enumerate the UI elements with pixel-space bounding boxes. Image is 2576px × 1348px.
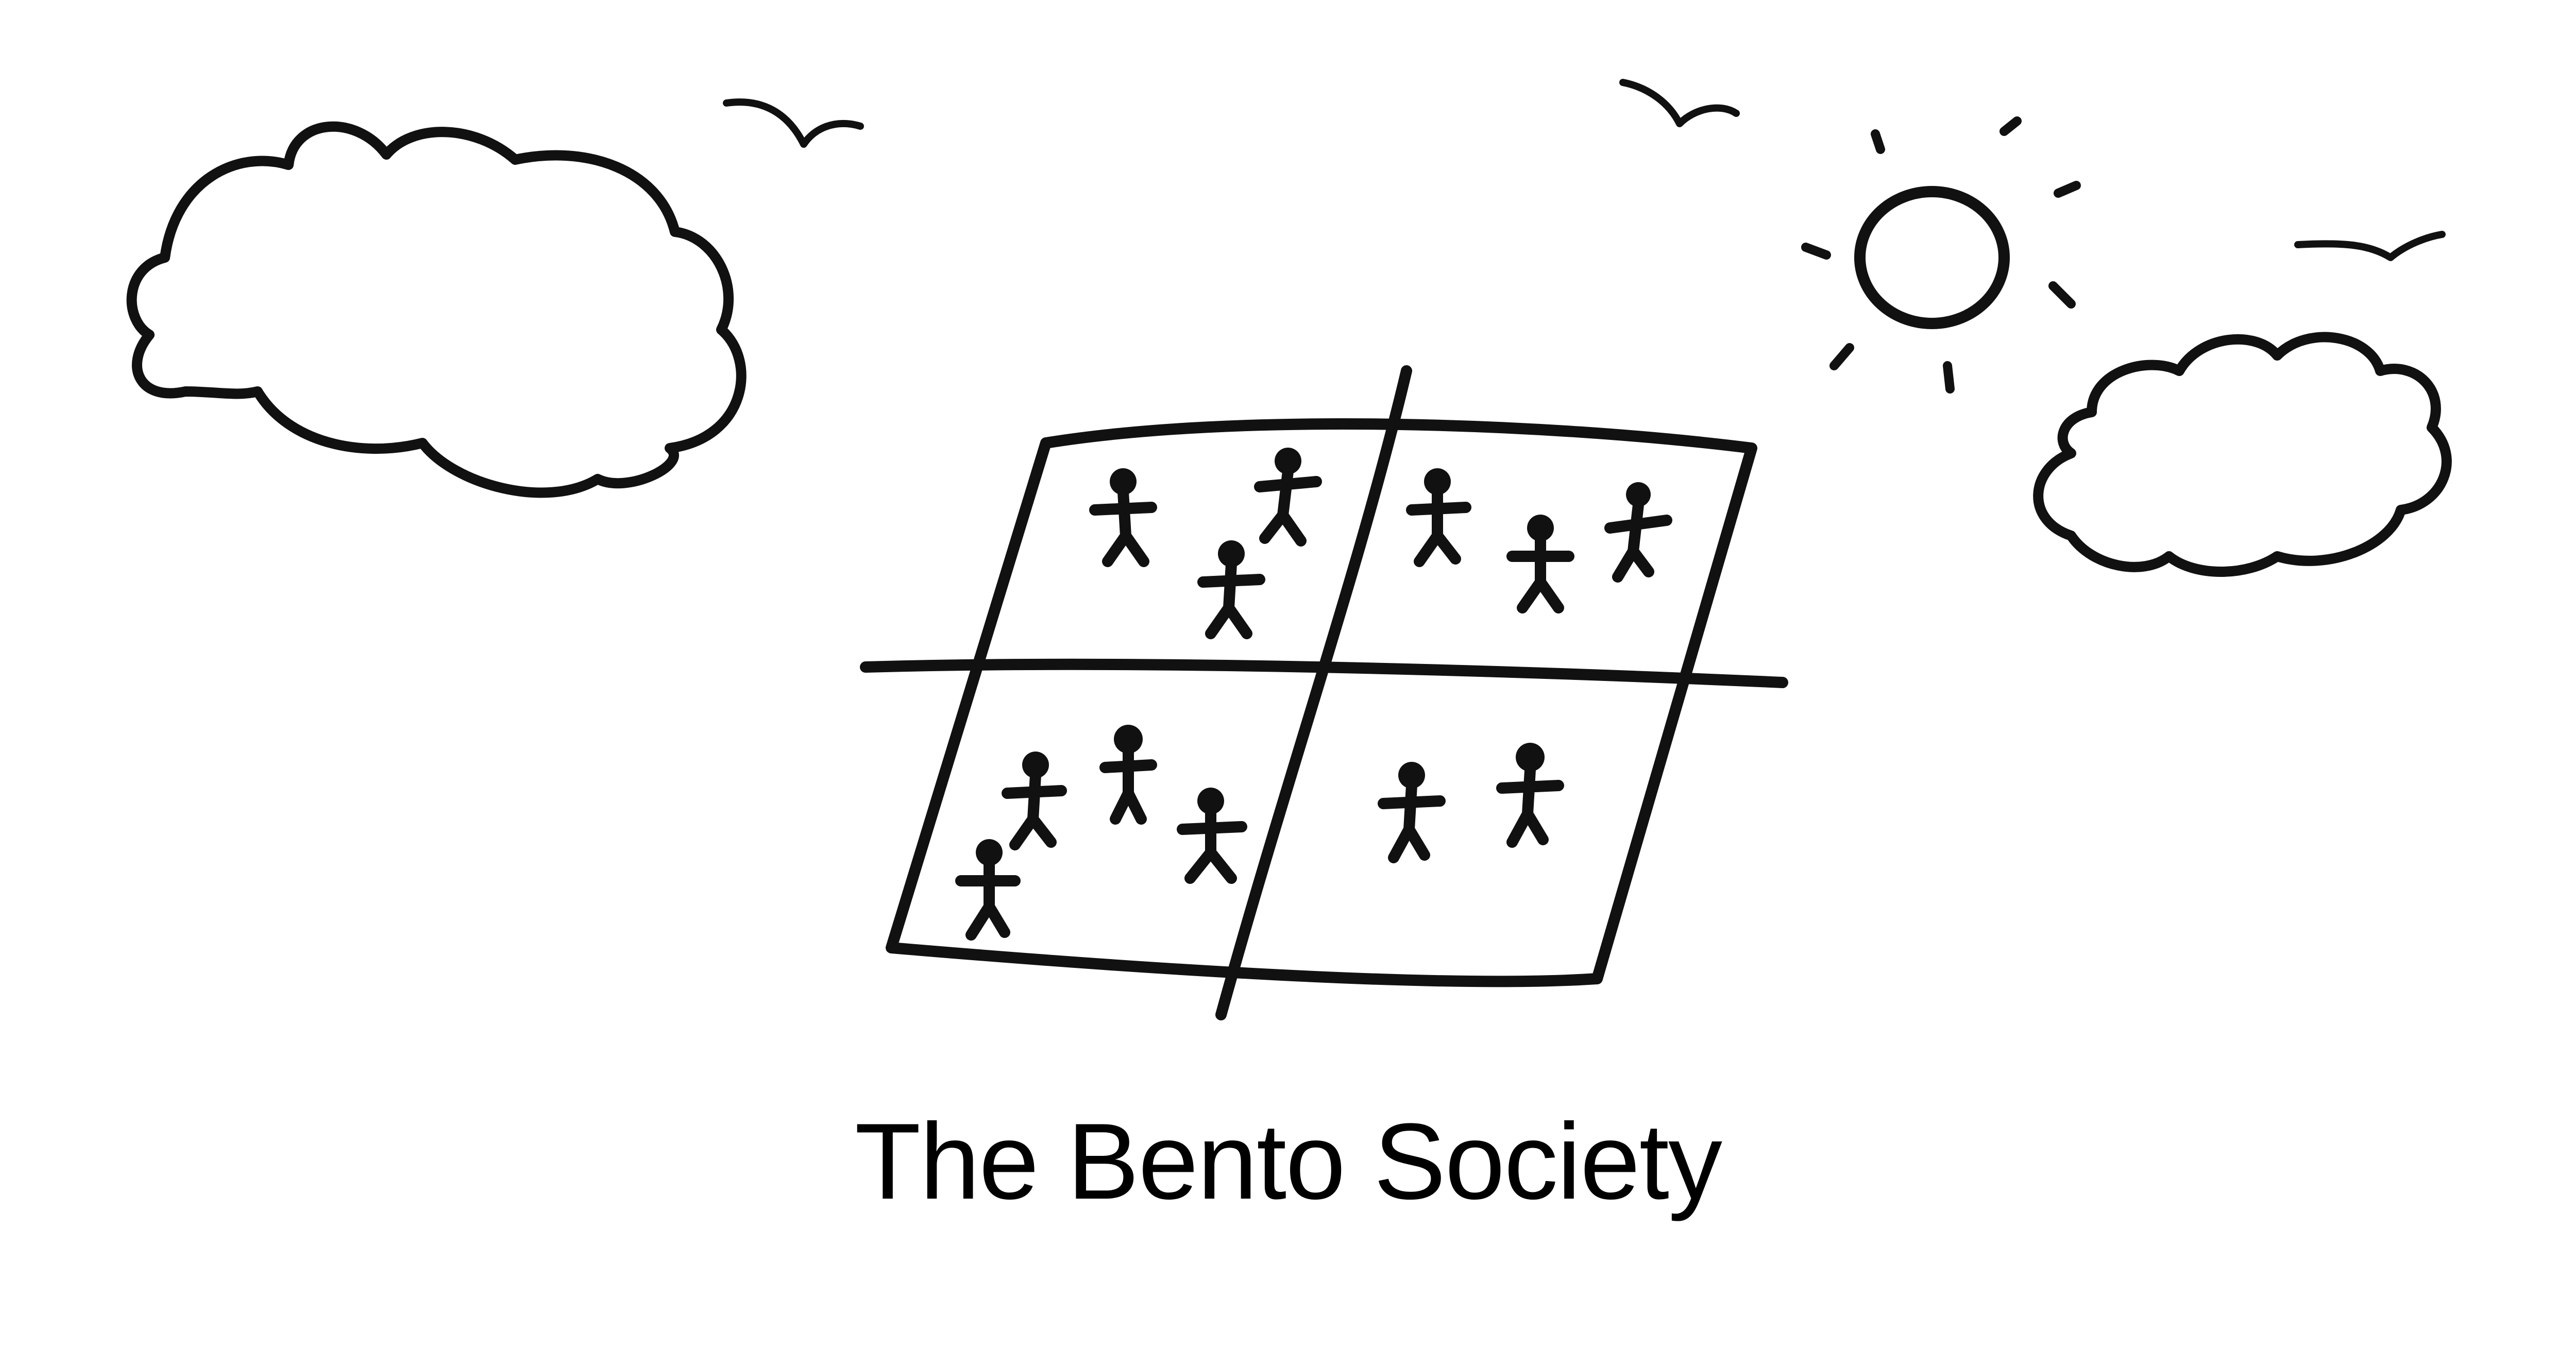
right-cloud-icon: [2033, 332, 2452, 577]
bird-icon: [723, 98, 864, 148]
person-icon: [1099, 725, 1157, 825]
person-icon: [1604, 482, 1672, 583]
bird-icon: [2294, 231, 2446, 261]
person-icon: [1378, 762, 1446, 863]
person-icon: [1506, 515, 1574, 613]
sun-icon: [1801, 116, 2081, 394]
person-icon: [1496, 743, 1564, 848]
person-icon: [1089, 468, 1157, 567]
person-icon: [955, 839, 1021, 941]
person-icon: [1406, 468, 1471, 567]
bird-icon: [1619, 79, 1740, 127]
caption-title: The Bento Society: [855, 1101, 1722, 1222]
person-icon: [1177, 788, 1247, 884]
bento-grid-icon: [860, 365, 1788, 1020]
person-icon: [1254, 448, 1322, 547]
left-cloud-icon: [126, 121, 747, 498]
person-icon: [1002, 752, 1067, 850]
person-icon: [1197, 540, 1265, 639]
